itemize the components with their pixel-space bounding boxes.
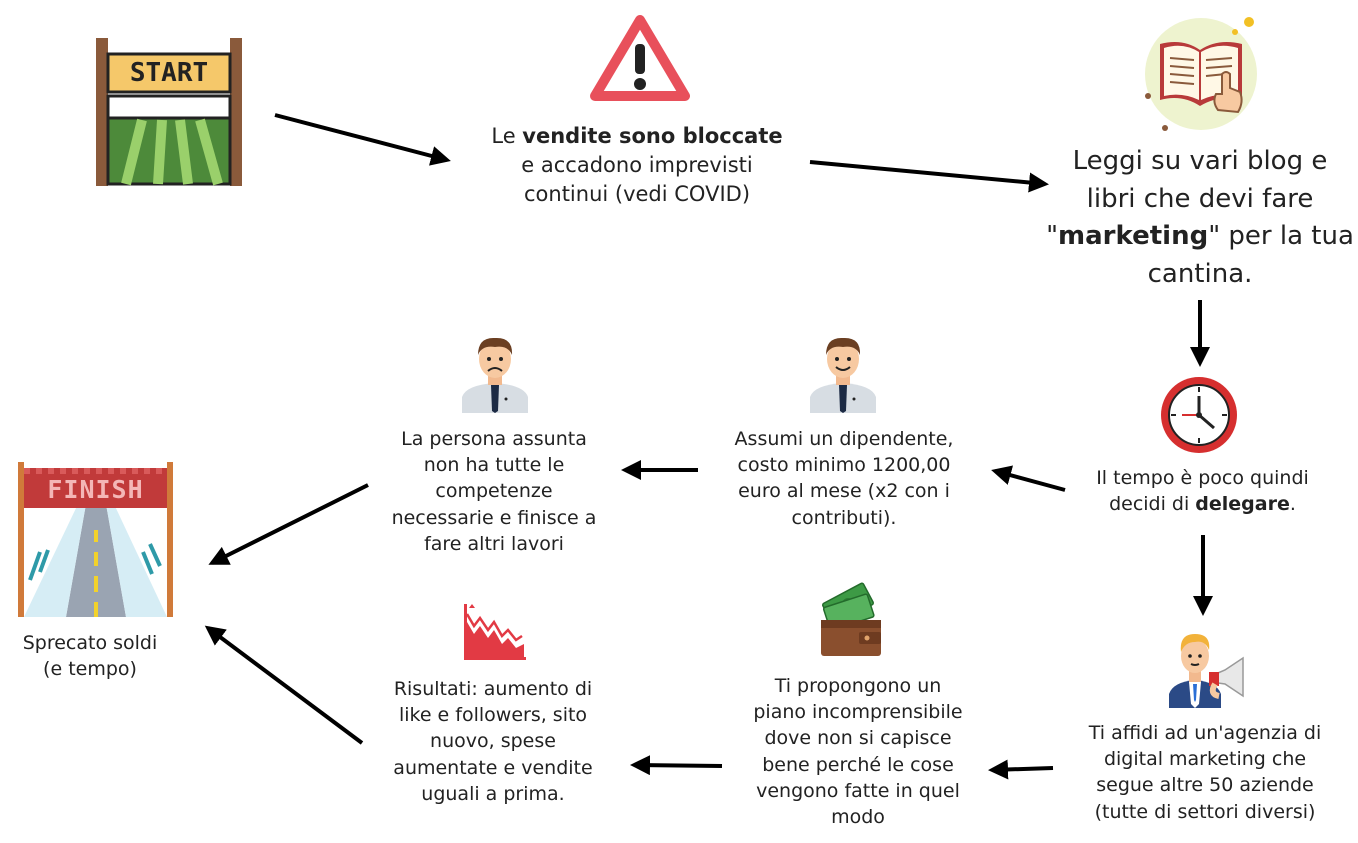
declining-chart-icon xyxy=(464,604,526,664)
arrow-results-to-finish xyxy=(204,625,364,745)
finish-sign-text: FINISH xyxy=(47,475,144,504)
start-sign-icon: START xyxy=(96,38,242,186)
start-sign-text: START xyxy=(129,58,209,88)
book-icon xyxy=(1138,14,1258,138)
arrow-time-to-hire xyxy=(991,465,1066,492)
warning-icon xyxy=(590,14,690,106)
node-time: Il tempo è poco quindi decidi di delegar… xyxy=(1096,467,1309,516)
arrow-plan-to-results xyxy=(630,755,723,776)
node-results: Risultati: aumento di like e followers, … xyxy=(393,678,593,805)
arrow-person-to-finish xyxy=(208,483,369,565)
arrow-warning-to-blog xyxy=(809,160,1049,193)
megaphone-businessman-icon xyxy=(1165,630,1249,714)
happy-employee-icon xyxy=(808,333,878,417)
sad-employee-icon xyxy=(460,333,530,417)
node-person: La persona assunta non ha tutte le compe… xyxy=(391,428,597,555)
node-plan: Ti propongono un piano incomprensibile d… xyxy=(753,675,963,829)
finish-sign-icon: FINISH xyxy=(18,462,173,617)
arrow-agency-to-plan xyxy=(988,759,1054,780)
wallet-cash-icon: $ xyxy=(815,582,885,662)
node-warning: Le vendite sono bloccate e accadono impr… xyxy=(491,124,783,206)
finish-label: Sprecato soldi (e tempo) xyxy=(22,632,158,681)
node-blog: Leggi su vari blog e libri che devi fare… xyxy=(1046,146,1354,290)
node-hire: Assumi un dipendente, costo minimo 1200,… xyxy=(734,428,954,529)
clock-icon xyxy=(1158,374,1240,460)
node-agency: Ti affidi ad un'agenzia di digital marke… xyxy=(1088,722,1322,823)
arrow-start-to-warning xyxy=(274,113,451,166)
